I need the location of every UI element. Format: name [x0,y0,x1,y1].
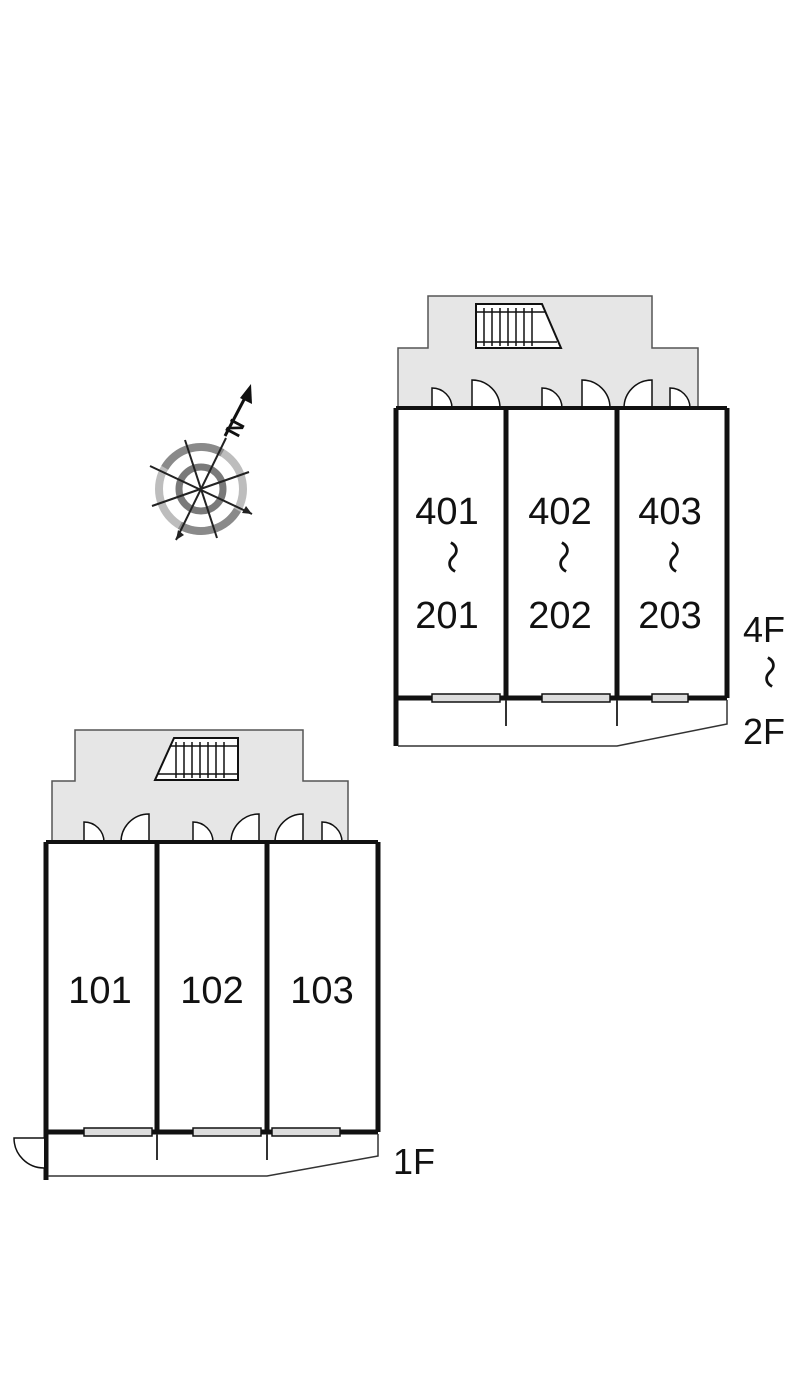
lower-block: 101 102 103 1F [13,729,435,1182]
floor-label-2f: 2F [743,711,785,752]
unit-label-102: 102 [180,970,243,1012]
unit-label-203: 203 [638,595,701,637]
floor-label-4f: 4F [743,609,785,650]
north-arrow-icon: N [220,384,252,441]
unit-label-202: 202 [528,595,591,637]
window-icon [431,693,689,703]
unit-range-401-201: 〜 [431,540,471,574]
floor-range-4f-2f: 〜 [748,655,788,689]
window-icon [83,1127,341,1137]
entrance-door-icon [13,1137,45,1169]
door-icon [431,379,691,409]
door-icon [83,813,343,843]
floor-label-1f: 1F [393,1141,435,1182]
upper-block: 401 〜 201 402 〜 202 403 〜 203 4F 〜 2F [393,295,788,752]
unit-label-403: 403 [638,491,701,533]
unit-range-402-202: 〜 [542,540,582,574]
compass-icon [149,437,253,541]
staircase-icon [475,303,563,349]
unit-label-201: 201 [415,595,478,637]
unit-label-402: 402 [528,491,591,533]
unit-label-103: 103 [290,970,353,1012]
unit-label-101: 101 [68,970,131,1012]
unit-range-403-203: 〜 [652,540,692,574]
unit-label-401: 401 [415,491,478,533]
staircase-icon [153,737,239,781]
